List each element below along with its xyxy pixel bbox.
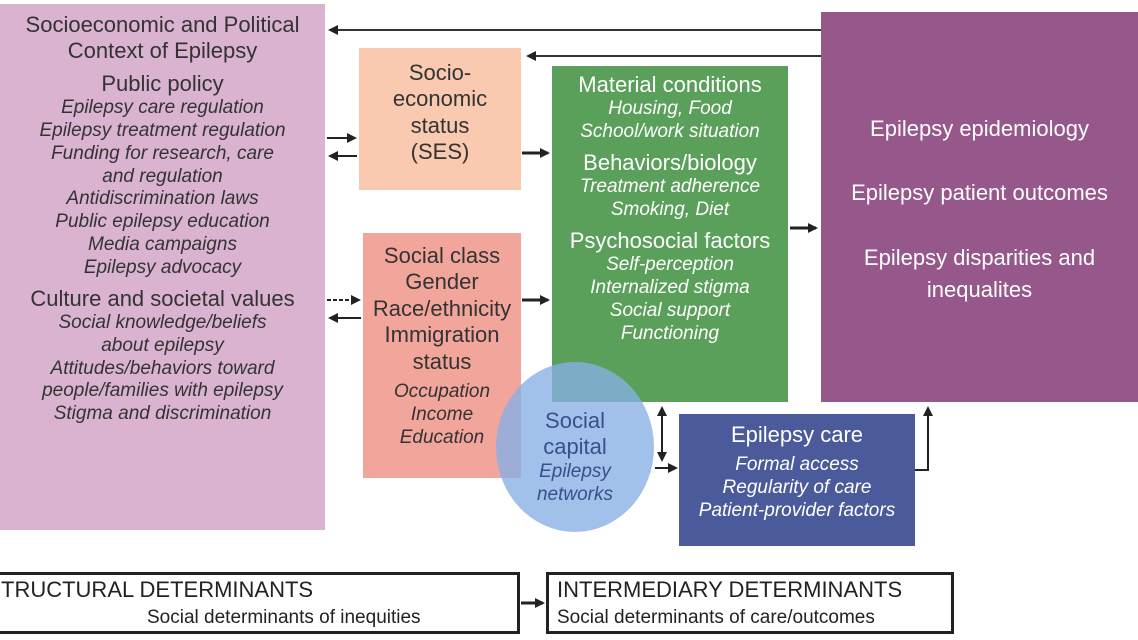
- psychosocial-heading: Psychosocial factors: [569, 227, 771, 253]
- ses-line: Socio-: [408, 60, 472, 85]
- ses-line: status: [410, 112, 470, 138]
- care-to-outcomes-arrow: [915, 406, 933, 471]
- policy-item: Epilepsy care regulation: [61, 97, 264, 119]
- behavior-item: Smoking, Diet: [610, 199, 730, 221]
- capital-line: capital: [543, 434, 607, 460]
- behavior-item: Treatment adherence: [579, 176, 761, 198]
- intermediary-determinants-legend: INTERMEDIARY DETERMINANTS Social determi…: [546, 572, 954, 634]
- social-position-line: Gender: [405, 269, 479, 295]
- care-title: Epilepsy care: [730, 422, 864, 447]
- outcome-item: inequalites: [926, 277, 1033, 303]
- social-position-item: Income: [410, 403, 474, 425]
- social-position-box: Social class Gender Race/ethnicity Immig…: [363, 233, 521, 478]
- policy-item: Epilepsy treatment regulation: [39, 119, 286, 141]
- structural-title: TRUCTURAL DETERMINANTS: [1, 577, 314, 602]
- care-item: Formal access: [735, 454, 859, 476]
- context-title-line2: Context of Epilepsy: [67, 38, 258, 64]
- capital-item: Epilepsy: [539, 460, 611, 482]
- capital-item: networks: [536, 483, 614, 505]
- material-conditions-box: Material conditions Housing, Food School…: [552, 66, 788, 402]
- psychosocial-item: Functioning: [620, 322, 720, 344]
- social-position-item: Education: [399, 426, 485, 448]
- context-box: Socioeconomic and Political Context of E…: [0, 4, 325, 530]
- structural-determinants-legend: TRUCTURAL DETERMINANTS Social determinan…: [0, 572, 520, 634]
- structural-subtitle: Social determinants of inequities: [147, 607, 421, 628]
- capital-line: Social: [545, 408, 605, 433]
- psychosocial-item: Social support: [609, 299, 731, 321]
- psychosocial-item: Internalized stigma: [590, 277, 750, 299]
- social-position-line: Race/ethnicity: [372, 295, 512, 321]
- behaviors-heading: Behaviors/biology: [583, 149, 757, 175]
- policy-item: Epilepsy advocacy: [83, 256, 242, 278]
- policy-item: Public epilepsy education: [55, 211, 270, 233]
- culture-item: Social knowledge/beliefs: [58, 311, 267, 333]
- intermediary-title: INTERMEDIARY DETERMINANTS: [557, 577, 903, 602]
- policy-item: Antidiscrimination laws: [66, 188, 259, 210]
- outcomes-box: Epilepsy epidemiology Epilepsy patient o…: [821, 12, 1138, 402]
- epilepsy-care-box: Epilepsy care Formal access Regularity o…: [679, 414, 915, 546]
- culture-item: people/families with epilepsy: [42, 380, 283, 402]
- psychosocial-item: Self-perception: [606, 254, 734, 276]
- outcome-item: Epilepsy disparities and: [863, 244, 1096, 270]
- care-item: Regularity of care: [722, 477, 872, 499]
- social-position-line: status: [412, 348, 472, 374]
- ses-line: economic: [392, 86, 488, 112]
- material-title: Material conditions: [578, 72, 762, 97]
- social-position-item: Occupation: [393, 380, 491, 402]
- culture-item: Attitudes/behaviors toward: [50, 357, 275, 379]
- social-position-line: Immigration: [384, 322, 500, 348]
- social-position-line: Social class: [383, 243, 501, 268]
- context-title-line1: Socioeconomic and Political: [25, 12, 300, 37]
- material-item: School/work situation: [580, 121, 760, 143]
- outcome-item: Epilepsy patient outcomes: [851, 180, 1108, 206]
- public-policy-heading: Public policy: [101, 70, 224, 96]
- material-item: Housing, Food: [608, 98, 732, 120]
- policy-item: Funding for research, care: [51, 142, 274, 164]
- culture-item: about epilepsy: [101, 334, 224, 356]
- outcome-item: Epilepsy epidemiology: [870, 116, 1089, 141]
- care-item: Patient-provider factors: [698, 499, 896, 521]
- ses-box: Socio- economic status (SES): [359, 48, 521, 190]
- intermediary-subtitle: Social determinants of care/outcomes: [557, 607, 875, 628]
- policy-item: and regulation: [102, 165, 223, 187]
- policy-item: Media campaigns: [88, 233, 237, 255]
- culture-item: Stigma and discrimination: [53, 403, 272, 425]
- ses-line: (SES): [410, 139, 470, 165]
- social-capital-circle: Social capital Epilepsy networks: [496, 362, 654, 532]
- culture-heading: Culture and societal values: [30, 285, 295, 311]
